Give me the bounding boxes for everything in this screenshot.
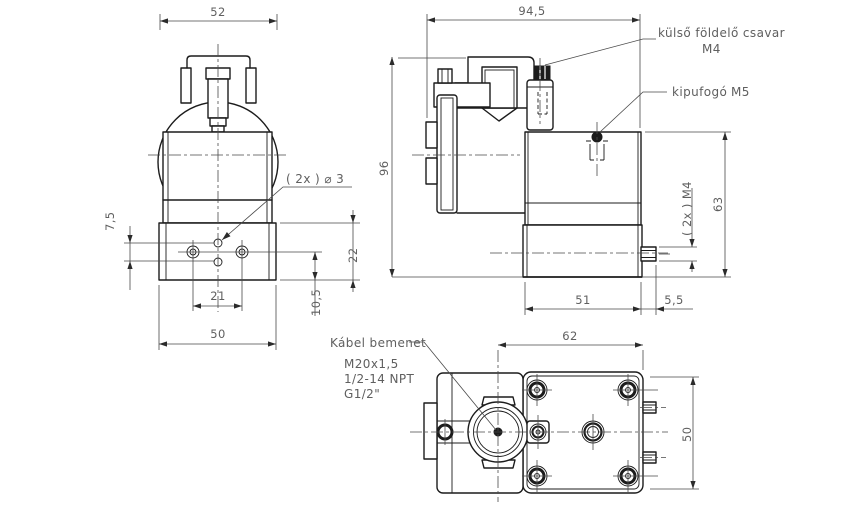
valve-base-inner-lines [165, 223, 270, 280]
side-view-dimensions: 94,5 96 külső földelő csavar M4 kipufogó… [377, 4, 785, 315]
dim-bottom-width: 62 [562, 329, 577, 343]
m4-stud-side [640, 246, 657, 262]
ground-screw-head [534, 65, 551, 80]
label-cable-thread-2: 1/2-14 NPT [344, 372, 415, 386]
valve-subbase-side [522, 224, 643, 278]
dim-side-total-width: 94,5 [518, 4, 545, 18]
front-view [148, 44, 288, 312]
label-ground-screw-thread: M4 [702, 42, 721, 56]
exhaust-leader [599, 91, 667, 133]
coil-clamp-bolt [437, 68, 453, 84]
label-cable-thread-1: M20x1,5 [344, 357, 399, 371]
label-cable-thread-3: G1/2" [344, 387, 380, 401]
dim-side-body-height: 63 [711, 197, 725, 212]
dim-side-body-width: 51 [575, 293, 590, 307]
label-exhaust: kipufogó [672, 85, 727, 99]
label-cable-entry: Kábel bemenet [330, 336, 426, 350]
label-mounting-holes: ( 2x ) ⌀ 3 [286, 172, 344, 186]
valve-body-inner-lines [167, 132, 268, 223]
coil-flange-side [436, 94, 458, 214]
coil-tab-lower [425, 157, 438, 185]
dim-side-stud-length: 5,5 [664, 293, 684, 307]
dim-front-hole-pitch-v: 7,5 [103, 212, 117, 232]
valve-body-side [524, 131, 642, 226]
holes-leader-line [221, 186, 352, 241]
corner-screws [522, 374, 658, 492]
ground-screw-thread-hole [537, 92, 548, 115]
dim-front-hole-offset: 10,5 [309, 289, 323, 316]
front-view-dimensions: 52 ( 2x ) ⌀ 3 7,5 22 10,5 21 50 [103, 5, 360, 350]
connector-pin-left [180, 67, 192, 104]
dim-bottom-depth: 50 [680, 427, 694, 442]
label-ground-screw: külső földelő csavar [658, 26, 785, 40]
connector-pin-right [245, 67, 257, 104]
hole-crosshairs [178, 240, 258, 264]
dim-front-base-height: 22 [346, 248, 360, 263]
bottom-view [410, 350, 668, 502]
connector-bracket [186, 55, 251, 69]
bottom-view-dimensions: 62 50 Kábel bemenet M20x1,5 1/2-14 NPT G… [330, 329, 699, 490]
label-studs-side: ( 2x ) M4 [680, 181, 694, 236]
dim-front-hole-pitch-h: 21 [210, 289, 225, 303]
valve-body-front [162, 131, 273, 224]
cable-entry-leader [409, 341, 497, 431]
ground-screw-leader [544, 38, 656, 66]
coil-tab-bottom [423, 402, 438, 460]
bonnet-funnel [481, 107, 518, 122]
side-view [392, 56, 731, 278]
dim-front-base-width: 50 [210, 327, 225, 341]
valve-base-front [158, 222, 277, 281]
coil-tab-upper [425, 121, 438, 149]
label-exhaust-thread: M5 [731, 85, 750, 99]
dim-side-total-height: 96 [377, 161, 391, 176]
dim-front-width-top: 52 [210, 5, 225, 19]
